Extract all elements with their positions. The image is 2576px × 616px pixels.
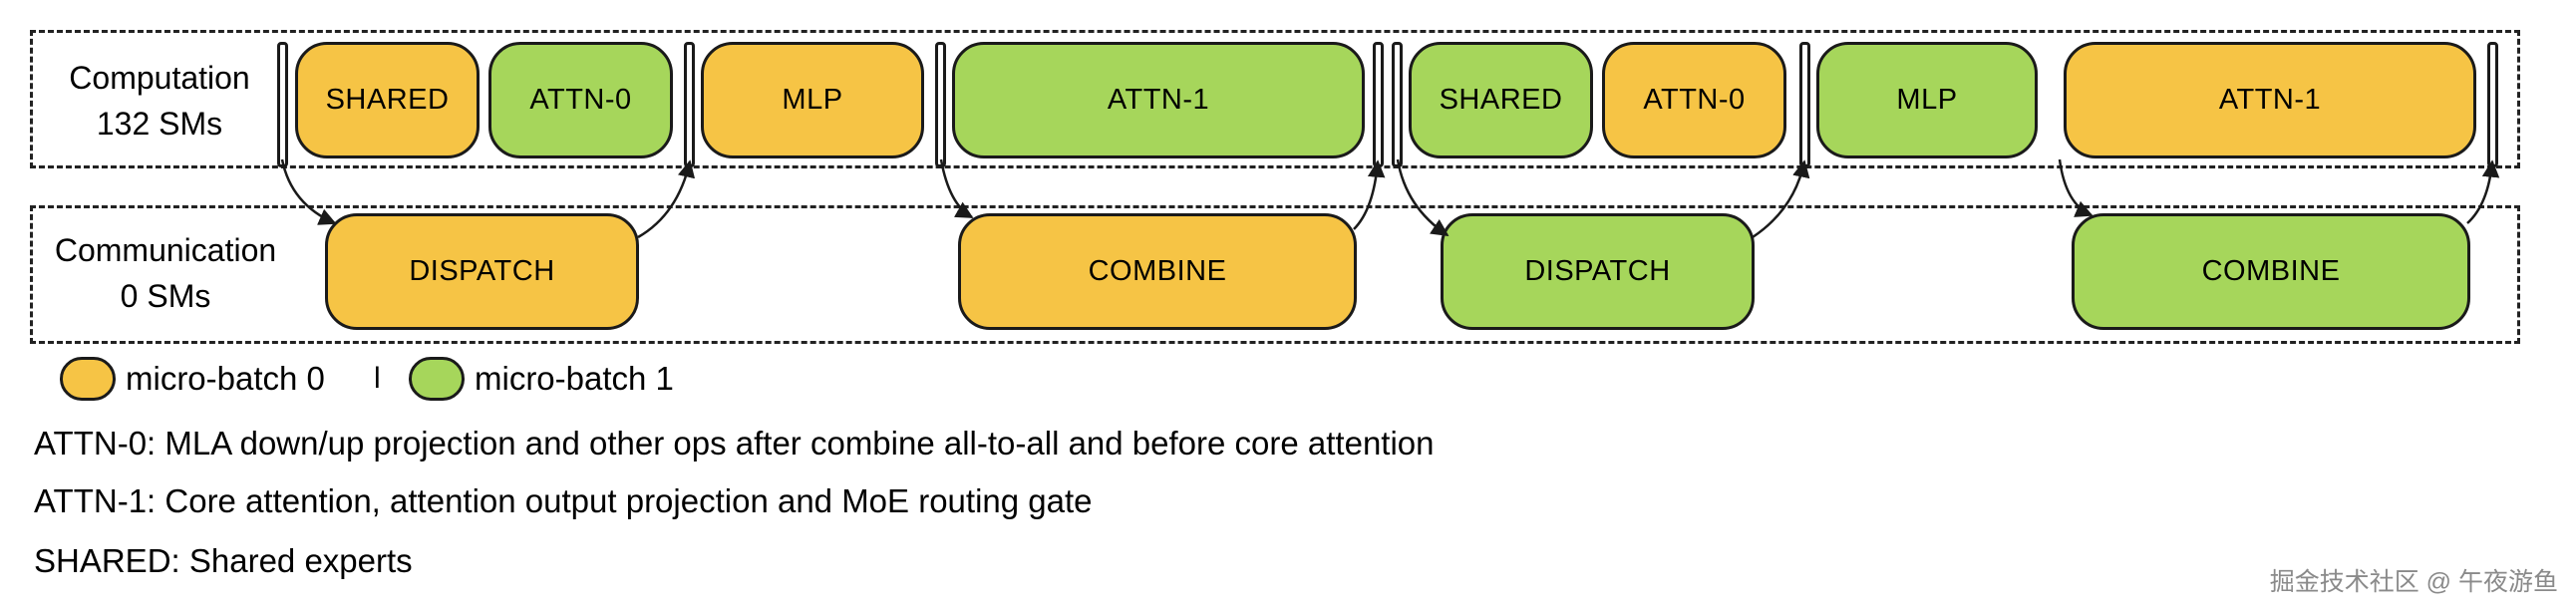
legend-separator: l bbox=[374, 362, 381, 395]
combine-block: COMBINE bbox=[958, 213, 1357, 330]
attn1-description: ATTN-1: Core attention, attention output… bbox=[34, 482, 1093, 519]
micro-batch-0-label: micro-batch 0 bbox=[126, 360, 325, 397]
combine-block: COMBINE bbox=[2072, 213, 2470, 330]
sync-bar bbox=[935, 42, 946, 167]
micro-batch-1-swatch bbox=[409, 357, 465, 401]
micro-batch-0-swatch bbox=[60, 357, 116, 401]
computation-label: Computation 132 SMs bbox=[50, 55, 269, 147]
shared-block: SHARED bbox=[295, 42, 480, 158]
sync-bar bbox=[1373, 42, 1384, 167]
attn0-description: ATTN-0: MLA down/up projection and other… bbox=[34, 425, 1435, 462]
sync-bar bbox=[2487, 42, 2498, 167]
sync-bar bbox=[684, 42, 695, 167]
sync-bar bbox=[277, 42, 288, 167]
sync-bar bbox=[1799, 42, 1810, 167]
communication-sm-count: 0 SMs bbox=[120, 278, 211, 314]
attn1-block: ATTN-1 bbox=[952, 42, 1365, 158]
communication-lane bbox=[30, 205, 2520, 344]
shared-block: SHARED bbox=[1409, 42, 1593, 158]
attn1-block: ATTN-1 bbox=[2064, 42, 2476, 158]
communication-label: Communication 0 SMs bbox=[36, 227, 295, 319]
micro-batch-1-label: micro-batch 1 bbox=[475, 360, 674, 397]
mlp-block: MLP bbox=[1816, 42, 2038, 158]
shared-description: SHARED: Shared experts bbox=[34, 542, 413, 579]
computation-title: Computation bbox=[69, 60, 250, 96]
sync-bar bbox=[1392, 42, 1403, 167]
mlp-block: MLP bbox=[701, 42, 924, 158]
attn0-block: ATTN-0 bbox=[1602, 42, 1786, 158]
computation-lane bbox=[30, 30, 2520, 168]
watermark: 掘金技术社区 @ 午夜游鱼 bbox=[2269, 568, 2558, 596]
computation-sm-count: 132 SMs bbox=[96, 106, 223, 142]
attn0-block: ATTN-0 bbox=[488, 42, 673, 158]
communication-title: Communication bbox=[54, 232, 277, 268]
dispatch-block: DISPATCH bbox=[325, 213, 639, 330]
dispatch-block: DISPATCH bbox=[1441, 213, 1755, 330]
